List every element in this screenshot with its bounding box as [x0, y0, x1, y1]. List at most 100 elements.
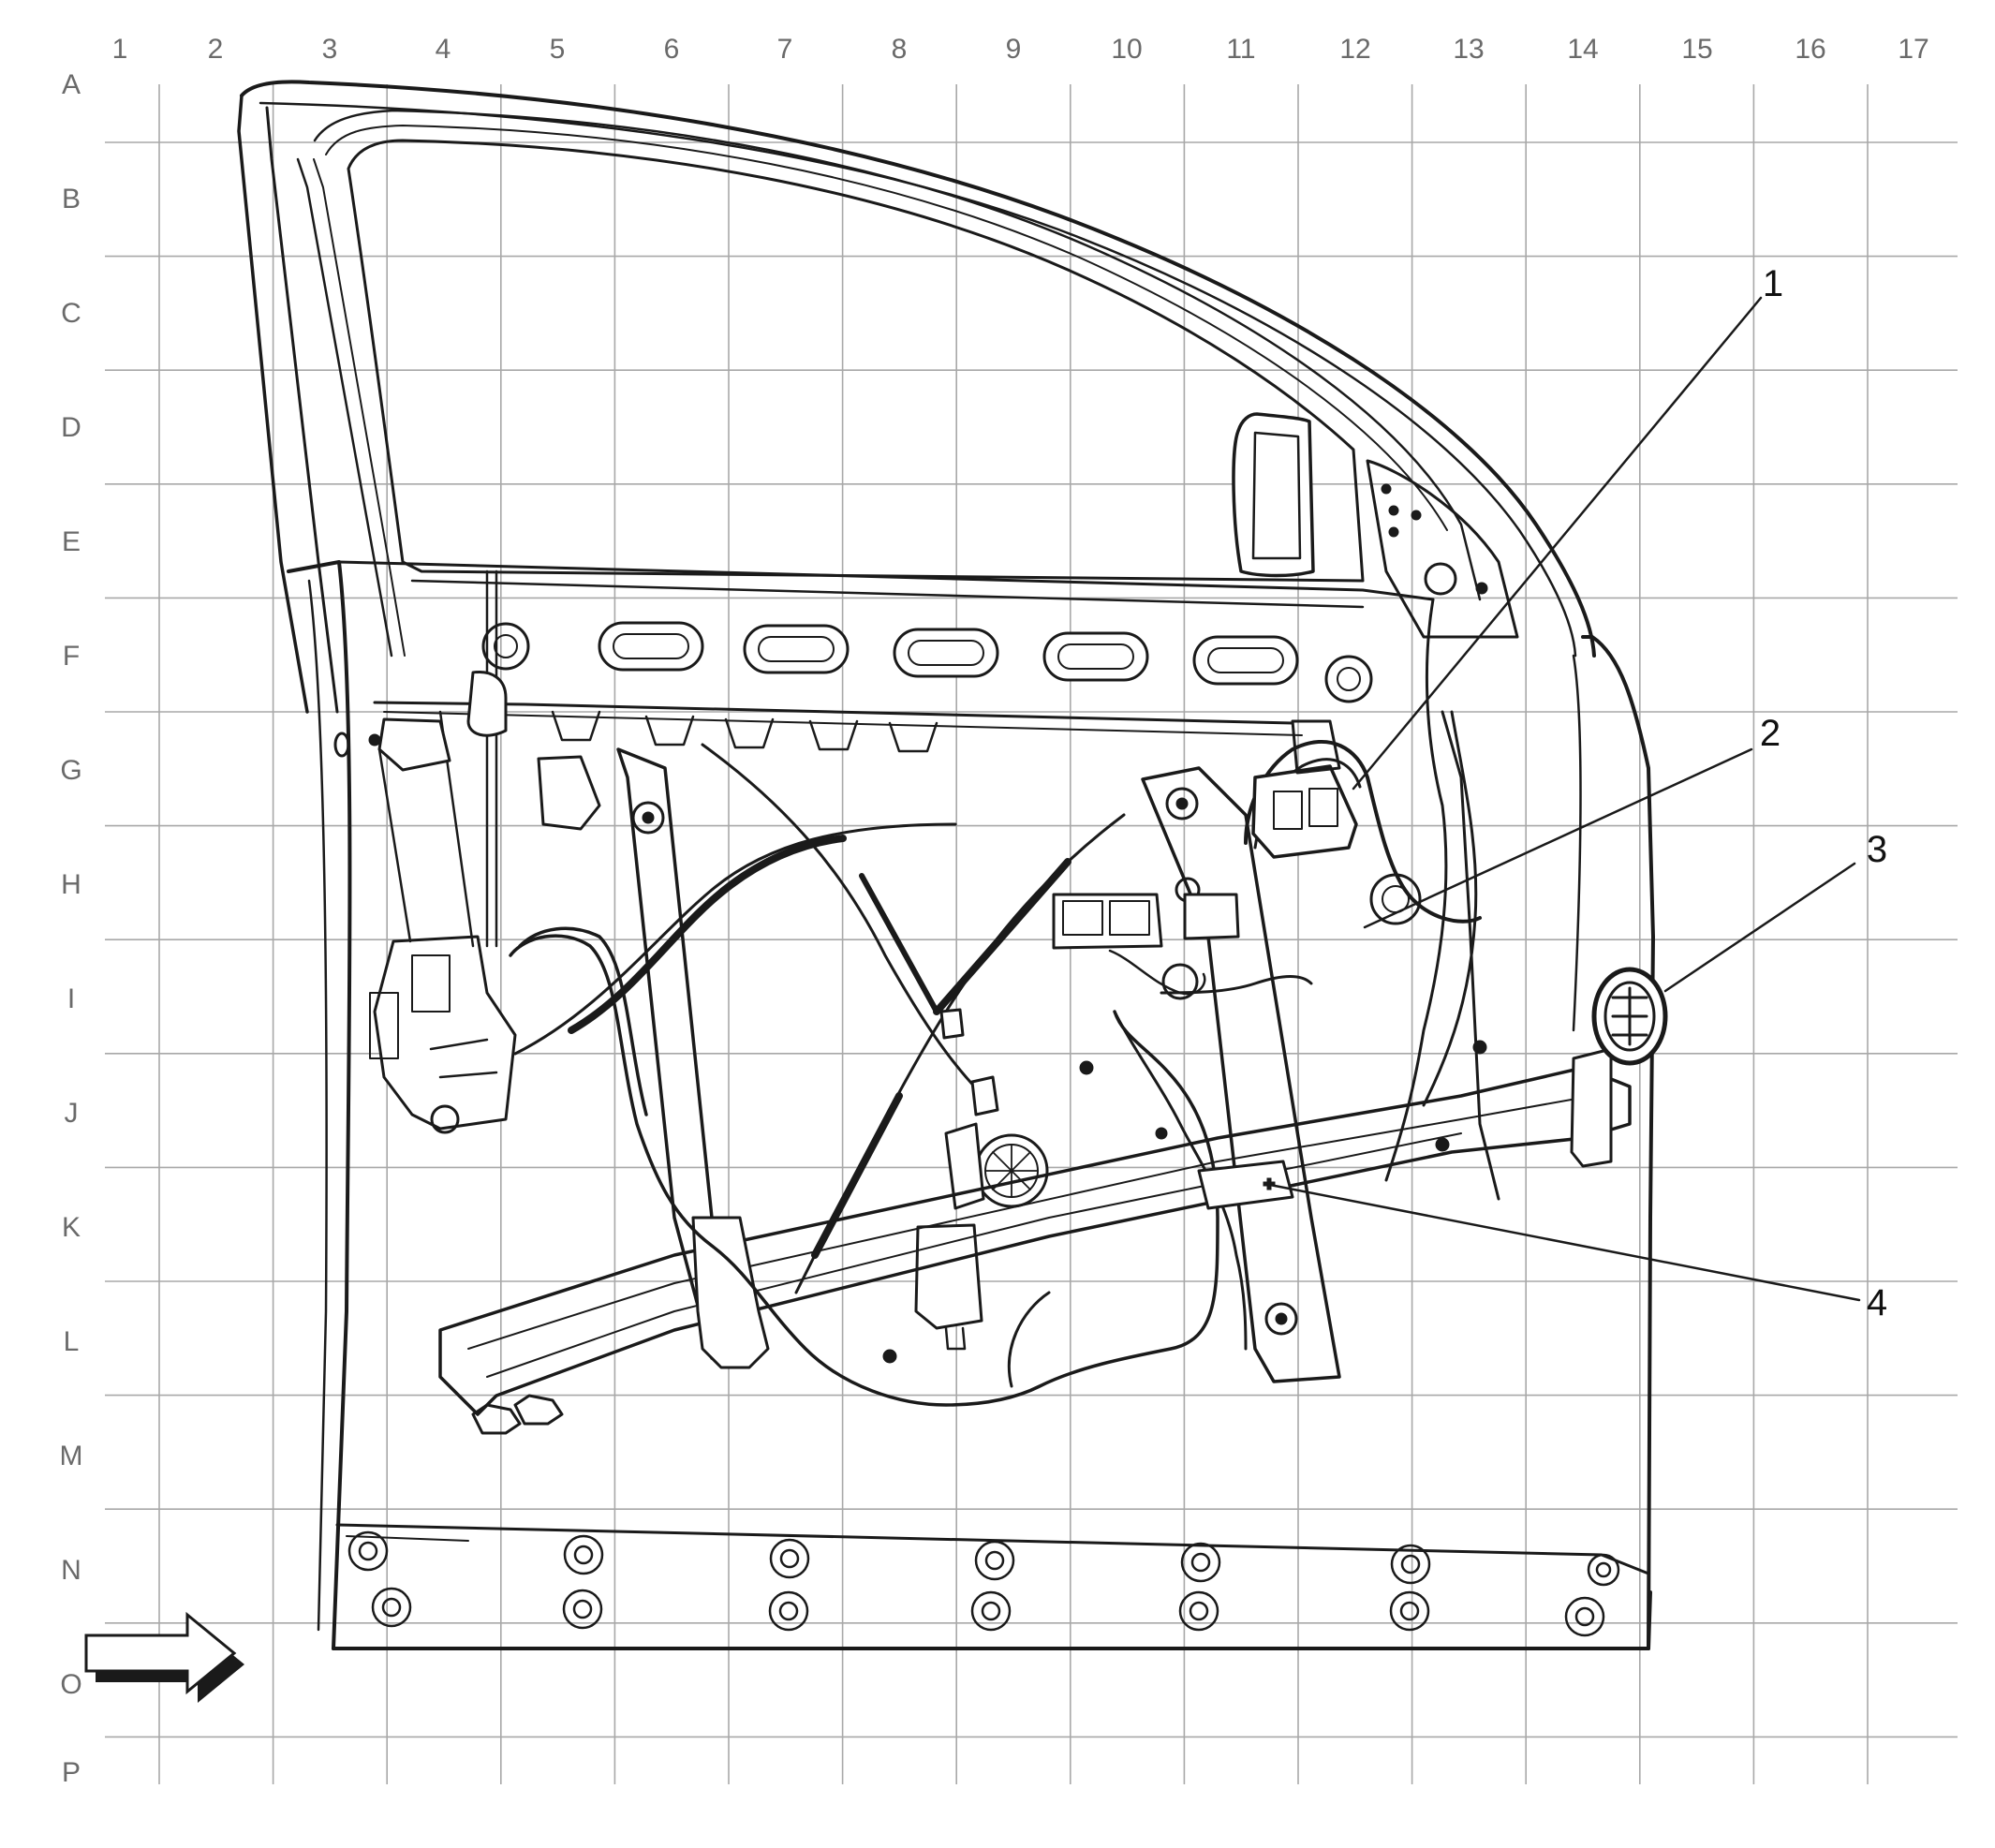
callout-number: 3 [1867, 829, 1887, 870]
lower-flange-3 [332, 1590, 1652, 1650]
callout-number: 4 [1867, 1282, 1887, 1323]
window-frame-trim [313, 109, 1482, 601]
rail-bolt [631, 801, 665, 835]
lower-rail-line [467, 1095, 1593, 1350]
door-harness-connector [1591, 967, 1668, 1066]
fastener [882, 1349, 897, 1364]
wiring-harness-branch [1160, 975, 1313, 995]
reinforcement-slot [893, 628, 999, 678]
column-label: 8 [892, 34, 908, 65]
callout-leader-2 [1363, 747, 1753, 929]
column-label: 10 [1111, 34, 1142, 65]
belt-line-2 [410, 579, 1365, 609]
lower-rail-hook [471, 1403, 522, 1435]
front-channel-outer [237, 94, 309, 714]
bracket-right [1570, 1047, 1613, 1168]
cable-clip [939, 1008, 965, 1040]
callout-leader-3 [1663, 862, 1856, 993]
drain-holes-lower [371, 1587, 1605, 1637]
window-frame-trim-2 [325, 125, 1448, 531]
row-label: L [64, 1326, 80, 1357]
front-channel-inner [265, 106, 339, 714]
column-label: 5 [550, 34, 566, 65]
wiring-harness-branch [1007, 1291, 1051, 1388]
column-label: 4 [436, 34, 451, 65]
regulator-cable [701, 743, 985, 1098]
lower-rail-hook [513, 1394, 564, 1426]
window-motor [914, 1122, 1049, 1351]
column-label: 14 [1567, 34, 1598, 65]
handle-bracket [537, 755, 601, 831]
reinforcement-slot [1042, 631, 1149, 682]
upper-bracket-comb [551, 710, 938, 753]
reinforcement-slot-inner [908, 640, 984, 666]
callout-number: 1 [1763, 263, 1783, 304]
reinforcement-slot-inner [1057, 643, 1134, 670]
lock-cable-sheath [568, 835, 847, 1034]
corner-bracket [1366, 459, 1519, 639]
fastener [368, 733, 381, 747]
column-label: 11 [1226, 34, 1255, 65]
row-label: I [67, 983, 75, 1014]
row-label: B [62, 184, 81, 214]
lower-flange-2 [346, 1535, 469, 1542]
window-opening [347, 139, 1365, 583]
reinforcement-slot [743, 624, 850, 674]
rail-bolt [1264, 1302, 1298, 1336]
front-channel-rail-2 [313, 158, 406, 657]
panel-hole [333, 732, 350, 758]
belt-line-4 [383, 711, 1303, 736]
drain-holes-upper [347, 1530, 1620, 1587]
fastener [1079, 1060, 1094, 1075]
door-illustration [237, 80, 1668, 1650]
regulator-cable-sheath [933, 858, 1071, 1015]
rail-bolt-center [1175, 797, 1189, 810]
bracket-hole [1424, 562, 1457, 596]
callout-numbers: 1 2 3 4 [1760, 263, 1887, 1323]
column-label: 3 [322, 34, 338, 65]
reinforcement-slot-inner [1207, 647, 1284, 673]
callout-number: 2 [1760, 713, 1781, 754]
column-label: 12 [1339, 34, 1370, 65]
cable-clip [970, 1075, 999, 1116]
belt-grommet [481, 622, 530, 671]
harness-connector [1251, 719, 1358, 859]
mirror-mount [1232, 412, 1315, 578]
rail-bolt-center [642, 811, 655, 824]
row-label: F [63, 641, 80, 672]
regulator-rail-right [1141, 766, 1341, 1383]
row-label: D [61, 412, 81, 443]
harness-grommet [1369, 873, 1422, 925]
column-label: 9 [1006, 34, 1022, 65]
front-channel-rail [296, 157, 393, 658]
wiring-harness-vertical [1384, 598, 1448, 1182]
row-label: H [61, 869, 81, 900]
reinforcement-slot [598, 621, 704, 672]
row-label: C [61, 298, 81, 329]
row-label: A [62, 69, 81, 100]
lower-flange [335, 1523, 1650, 1575]
door-latch [369, 935, 517, 1134]
row-label: J [65, 1098, 79, 1129]
bracket-bolt [1475, 582, 1488, 595]
fastener [1155, 1127, 1168, 1140]
belt-line-3 [373, 701, 1294, 725]
column-label: 6 [664, 34, 680, 65]
wiring-harness [518, 926, 648, 1116]
bracket-bolt [1388, 505, 1399, 516]
harness-sleeve [1197, 1160, 1294, 1210]
lock-cable [513, 822, 957, 1056]
rod-clip [466, 670, 508, 737]
column-label: 13 [1453, 34, 1484, 65]
wiring-harness-vertical [1422, 710, 1478, 1107]
rail-bolt [1165, 787, 1199, 821]
callout-leader-1 [1352, 296, 1763, 791]
door-panel-outline-inner [307, 579, 328, 1632]
lower-regulator-bracket [691, 1216, 770, 1369]
reinforcement-slot-inner [613, 633, 689, 659]
column-label: 2 [208, 34, 224, 65]
column-label: 7 [777, 34, 793, 65]
callout-leaders [1268, 296, 1861, 1302]
